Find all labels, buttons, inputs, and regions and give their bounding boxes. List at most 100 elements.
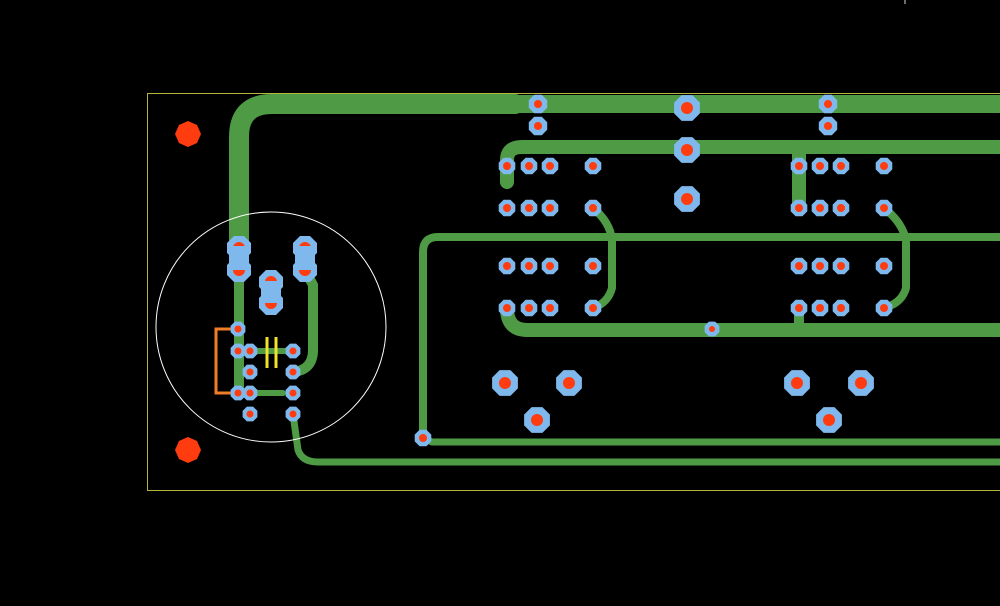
pad-icon[interactable] xyxy=(541,199,559,217)
pad-icon[interactable] xyxy=(230,343,246,359)
via-icon[interactable] xyxy=(704,321,720,337)
mounting-hole-icon xyxy=(175,121,201,147)
pad-icon[interactable] xyxy=(875,257,893,275)
pad-icon[interactable] xyxy=(520,257,538,275)
pad-icon[interactable] xyxy=(584,257,602,275)
drill-hole xyxy=(534,122,542,130)
drill-hole xyxy=(795,162,803,170)
pad-icon[interactable] xyxy=(584,157,602,175)
via-icon[interactable] xyxy=(818,116,838,136)
pad-icon[interactable] xyxy=(492,370,518,396)
pad-icon[interactable] xyxy=(848,370,874,396)
pad-icon[interactable] xyxy=(498,157,516,175)
pad-icon[interactable] xyxy=(541,157,559,175)
pad-icon[interactable] xyxy=(242,364,258,380)
drill-hole xyxy=(499,377,511,389)
drill-hole xyxy=(246,347,254,355)
pad-icon[interactable] xyxy=(524,407,550,433)
drill-hole xyxy=(546,262,554,270)
pad-icon[interactable] xyxy=(285,385,301,401)
mounting-hole-icon xyxy=(175,437,201,463)
trace-bottom-return-1 xyxy=(419,434,1000,446)
pad-icon[interactable] xyxy=(584,299,602,317)
drill-hole xyxy=(823,414,835,426)
drill-hole xyxy=(503,204,511,212)
pad-icon[interactable] xyxy=(790,199,808,217)
drill-hole xyxy=(837,262,845,270)
drill-hole xyxy=(816,304,824,312)
pad-icon[interactable] xyxy=(242,385,258,401)
pad-icon[interactable] xyxy=(498,299,516,317)
pad-icon[interactable] xyxy=(242,343,258,359)
pad-icon[interactable] xyxy=(811,257,829,275)
drill-hole xyxy=(503,304,511,312)
drill-hole xyxy=(289,347,297,355)
pad-icon[interactable] xyxy=(790,257,808,275)
pad-icon[interactable] xyxy=(541,257,559,275)
top-wire xyxy=(214,327,238,395)
pad-icon[interactable] xyxy=(816,407,842,433)
drill-hole xyxy=(824,122,832,130)
via-icon[interactable] xyxy=(528,116,548,136)
drill-hole xyxy=(534,100,542,108)
drill-hole xyxy=(234,325,242,333)
board-outline xyxy=(147,93,1000,491)
pad-icon[interactable] xyxy=(520,299,538,317)
drill-hole xyxy=(546,162,554,170)
capacitor-icon xyxy=(265,337,278,368)
pad-icon[interactable] xyxy=(541,299,559,317)
trace-bottom-return-2 xyxy=(289,410,1000,466)
pad-icon[interactable] xyxy=(285,343,301,359)
drill-hole xyxy=(681,193,693,205)
pad-icon[interactable] xyxy=(875,157,893,175)
pad-icon[interactable] xyxy=(790,299,808,317)
trace-mid-branch-right xyxy=(880,204,910,312)
drill-hole xyxy=(525,304,533,312)
drill-hole xyxy=(795,262,803,270)
drill-hole xyxy=(681,144,693,156)
drill-hole xyxy=(681,102,693,114)
drill-hole xyxy=(531,414,543,426)
pad-icon[interactable] xyxy=(584,199,602,217)
drill-hole xyxy=(791,377,803,389)
pad-icon[interactable] xyxy=(875,199,893,217)
pad-icon[interactable] xyxy=(285,406,301,422)
pad-icon[interactable] xyxy=(556,370,582,396)
pad-icon[interactable] xyxy=(230,385,246,401)
pad-icon[interactable] xyxy=(811,157,829,175)
pad-icon[interactable] xyxy=(498,199,516,217)
drill-hole xyxy=(525,204,533,212)
pad-icon[interactable] xyxy=(242,406,258,422)
pad-icon[interactable] xyxy=(875,299,893,317)
drill-hole xyxy=(837,162,845,170)
pad-icon[interactable] xyxy=(784,370,810,396)
drill-hole xyxy=(816,162,824,170)
drill-hole xyxy=(503,162,511,170)
pad-icon[interactable] xyxy=(674,137,700,163)
drill-hole xyxy=(589,304,597,312)
drill-hole xyxy=(289,368,297,376)
connector-lands xyxy=(229,246,315,303)
pad-icon[interactable] xyxy=(285,364,301,380)
pad-icon[interactable] xyxy=(832,299,850,317)
pad-icon[interactable] xyxy=(498,257,516,275)
drill-hole xyxy=(289,389,297,397)
drill-hole xyxy=(589,162,597,170)
pad-icon[interactable] xyxy=(674,95,700,121)
via-icon[interactable] xyxy=(528,94,548,114)
pad-icon[interactable] xyxy=(832,157,850,175)
pad-icon[interactable] xyxy=(832,199,850,217)
pad-icon[interactable] xyxy=(811,299,829,317)
via-icon[interactable] xyxy=(414,429,432,447)
pad-icon[interactable] xyxy=(230,321,246,337)
via-icon[interactable] xyxy=(818,94,838,114)
drill-hole xyxy=(880,262,888,270)
pad-icon[interactable] xyxy=(520,199,538,217)
pad-icon[interactable] xyxy=(832,257,850,275)
pad-icon[interactable] xyxy=(674,186,700,212)
pad-icon[interactable] xyxy=(811,199,829,217)
pad-icon[interactable] xyxy=(790,157,808,175)
pad-icon[interactable] xyxy=(520,157,538,175)
drill-hole xyxy=(525,262,533,270)
